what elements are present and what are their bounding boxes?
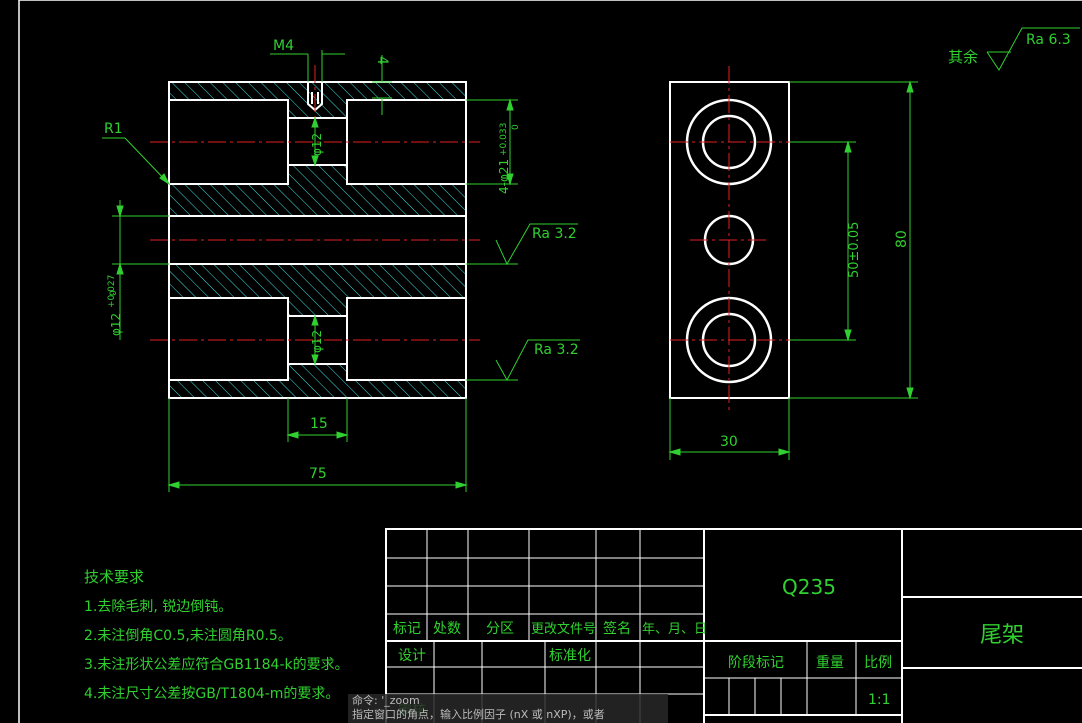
header-zone: 分区 (486, 621, 514, 637)
shaft-tol-lower: 0 (109, 290, 119, 296)
tech-req-item-2: 2.未注倒角C0.5,未注圆角R0.5。 (84, 628, 292, 644)
width-75-label: 75 (309, 466, 327, 482)
side-centerlines (670, 66, 800, 414)
front-bores (169, 82, 466, 381)
front-view[interactable]: M4 4 R1 φ12 φ12 4-φ21 +0.033 0 φ12 +0.02… (102, 38, 580, 492)
front-dimensions (102, 50, 580, 492)
header-mark: 标记 (393, 621, 421, 637)
design-label: 设计 (398, 648, 426, 664)
part-name-label: 尾架 (980, 623, 1024, 648)
height-80-label: 80 (894, 230, 910, 248)
command-line-prompt[interactable]: 指定窗口的角点，输入比例因子 (nX 或 nXP)，或者 (352, 708, 605, 721)
standardization-label: 标准化 (549, 648, 591, 664)
hatch-top-strip (169, 82, 466, 100)
side-dimensions (668, 27, 1080, 460)
header-count: 处数 (433, 621, 461, 637)
header-change-doc: 更改文件号 (531, 622, 596, 637)
inner-dia-top-label: φ12 (310, 133, 324, 156)
shaft-tol-upper: +0.027 (107, 275, 117, 308)
drawing-frame (18, 0, 1082, 723)
radius-label: R1 (104, 121, 123, 137)
material-label: Q235 (782, 575, 836, 599)
title-block[interactable]: Q235 尾架 标记 处数 分区 更改文件号 签名 年、月、日 设计 标准化 阶… (385, 528, 1082, 723)
header-signature: 签名 (603, 620, 631, 637)
side-view[interactable]: 50±0.05 80 30 其余 Ra 6.3 (668, 27, 1080, 460)
roughness-1-label: Ra 3.2 (532, 226, 577, 242)
header-date: 年、月、日 (642, 622, 707, 637)
roughness-other-label: 其余 (948, 48, 978, 66)
scale-label: 比例 (864, 655, 892, 671)
command-line-history: 命令: '_zoom (352, 694, 420, 707)
hatch-lower-web (169, 264, 466, 316)
bore-dia-label: 4-φ21 (497, 159, 511, 194)
command-line[interactable]: 命令: '_zoom 指定窗口的角点，输入比例因子 (nX 或 nXP)，或者 (348, 694, 668, 723)
tech-req-item-4: 4.未注尺寸公差按GB/T1804-m的要求。 (84, 686, 339, 702)
roughness-2-label: Ra 3.2 (534, 342, 579, 358)
bore-tol-upper: +0.033 (499, 123, 509, 156)
front-centerlines (150, 65, 480, 341)
hatch-upper-web (169, 165, 466, 216)
weight-label: 重量 (816, 655, 844, 671)
tech-req-item-1: 1.去除毛刺, 锐边倒钝。 (84, 599, 232, 615)
tech-requirements: 技术要求 1.去除毛刺, 锐边倒钝。 2.未注倒角C0.5,未注圆角R0.5。 … (84, 568, 349, 702)
roughness-other-value: Ra 6.3 (1026, 32, 1071, 48)
stage-mark-label: 阶段标记 (728, 655, 784, 671)
thread-label: M4 (273, 38, 294, 54)
bore-tol-lower: 0 (511, 124, 521, 130)
width-15-label: 15 (310, 416, 328, 432)
title-block-grid (385, 528, 1082, 723)
shaft-dia-label: φ12 (109, 313, 123, 336)
inner-dia-bottom-label: φ12 (310, 330, 324, 353)
width-30-label: 30 (720, 434, 738, 450)
front-outline (168, 81, 467, 399)
hatch-bottom-strip (169, 364, 466, 398)
tech-req-item-3: 3.未注形状公差应符合GB1184-k的要求。 (84, 656, 349, 673)
depth-4-label: 4 (374, 56, 390, 65)
scale-value: 1:1 (868, 692, 891, 708)
tech-req-title: 技术要求 (84, 568, 144, 586)
center-dist-label: 50±0.05 (847, 222, 862, 278)
